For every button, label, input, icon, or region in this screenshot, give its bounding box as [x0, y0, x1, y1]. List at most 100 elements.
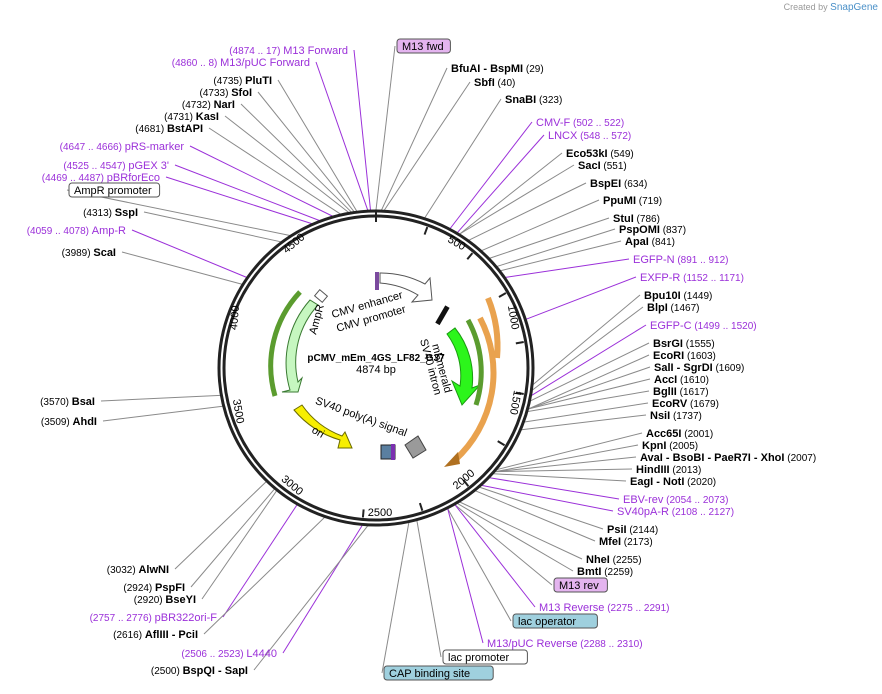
- label-ecorv[interactable]: EcoRV (1679): [652, 398, 719, 410]
- leader-line: [457, 503, 574, 572]
- label-bsai[interactable]: (3570) BsaI: [40, 396, 95, 408]
- label-text: (4735) PluTI: [213, 75, 272, 87]
- label-m13-puc-forward[interactable]: (4860 .. 8) M13/pUC Forward: [172, 57, 310, 69]
- label-ecori[interactable]: EcoRI (1603): [653, 350, 716, 362]
- label-nsii[interactable]: NsiI (1737): [650, 410, 702, 422]
- label-text: SalI - SgrDI (1609): [654, 362, 744, 374]
- label-pspomi[interactable]: PspOMI (837): [619, 224, 686, 236]
- label-text: (4059 .. 4078) Amp-R: [27, 225, 126, 237]
- label-kpni[interactable]: KpnI (2005): [642, 440, 698, 452]
- label-ppumi[interactable]: PpuMI (719): [603, 195, 662, 207]
- label-cmv-f[interactable]: CMV-F (502 .. 522): [536, 117, 624, 129]
- label-lac-operator[interactable]: lac operator: [512, 613, 598, 629]
- leader-line: [253, 525, 369, 671]
- label-box-text: CAP binding site: [389, 668, 470, 680]
- label-afliii[interactable]: (2616) AflIII - PciI: [113, 629, 198, 641]
- label-egfp-n[interactable]: EGFP-N (891 .. 912): [633, 254, 728, 266]
- label-mfei[interactable]: MfeI (2173): [599, 536, 653, 548]
- label-psii[interactable]: PsiI (2144): [607, 524, 658, 536]
- label-stui[interactable]: StuI (786): [613, 213, 660, 225]
- plasmid-name: pCMV_mEm_4GS_LF82_G37: [307, 353, 445, 364]
- leader-line: [381, 67, 448, 211]
- label-bfuai[interactable]: BfuAI - BspMI (29): [451, 63, 544, 75]
- label-bsrgi[interactable]: BsrGI (1555): [653, 338, 715, 350]
- label-sbfi[interactable]: SbfI (40): [474, 77, 515, 89]
- label-sfoi[interactable]: (4733) SfoI: [200, 87, 252, 99]
- label-m13-reverse[interactable]: M13 Reverse (2275 .. 2291): [539, 602, 669, 614]
- cmv-small-mark: [375, 272, 379, 290]
- label-avai[interactable]: AvaI - BsoBI - PaeR7I - XhoI (2007): [640, 452, 816, 464]
- label-bpu10i[interactable]: Bpu10I (1449): [644, 290, 712, 302]
- label-alwni[interactable]: (3032) AlwNI: [107, 564, 169, 576]
- label-kasi[interactable]: (4731) KasI: [164, 111, 219, 123]
- label-apai[interactable]: ApaI (841): [625, 236, 675, 248]
- label-scai[interactable]: (3989) ScaI: [62, 247, 116, 259]
- label-l4440[interactable]: (2506 .. 2523) L4440: [181, 648, 277, 660]
- label-text: (2757 .. 2776) pBR322ori-F: [90, 612, 218, 624]
- label-text: (4874 .. 17) M13 Forward: [229, 45, 348, 57]
- leader-line: [174, 481, 267, 570]
- label-bstapi[interactable]: (4681) BstAPI: [135, 123, 203, 135]
- label-pbrforeco[interactable]: (4469 .. 4487) pBRforEco: [42, 172, 160, 184]
- orange-arc-1: [452, 316, 497, 463]
- label-bglii[interactable]: BglII (1617): [653, 386, 709, 398]
- label-ahdi[interactable]: (3509) AhdI: [41, 416, 97, 428]
- label-text: PpuMI (719): [603, 195, 662, 207]
- label-text: (2506 .. 2523) L4440: [181, 648, 277, 660]
- label-text: EGFP-C (1499 .. 1520): [650, 320, 757, 332]
- label-text: (3509) AhdI: [41, 416, 97, 428]
- label-bseyi[interactable]: (2920) BseYI: [134, 594, 196, 606]
- tick-mark: [497, 440, 506, 447]
- label-egfp-c[interactable]: EGFP-C (1499 .. 1520): [650, 320, 757, 332]
- label-bspei[interactable]: BspEI (634): [590, 178, 647, 190]
- label-m13-puc-reverse[interactable]: M13/pUC Reverse (2288 .. 2310): [487, 638, 643, 650]
- label-text: SV40pA-R (2108 .. 2127): [617, 506, 734, 518]
- label-m13-forward[interactable]: (4874 .. 17) M13 Forward: [229, 45, 348, 57]
- credit-prefix: Created by: [783, 2, 828, 12]
- label-nhei[interactable]: NheI (2255): [586, 554, 642, 566]
- label-saci[interactable]: SacI (551): [578, 160, 627, 172]
- label-text: M13 Reverse (2275 .. 2291): [539, 602, 669, 614]
- leader-line: [459, 164, 575, 235]
- label-lncx[interactable]: LNCX (548 .. 572): [548, 130, 631, 142]
- label-pluti[interactable]: (4735) PluTI: [213, 75, 272, 87]
- leader-line: [528, 366, 651, 410]
- label-ampr-promoter[interactable]: AmpR promoter: [68, 182, 161, 198]
- label-pgex-3[interactable]: (4525 .. 4547) pGEX 3': [63, 160, 169, 172]
- label-hindiii[interactable]: HindIII (2013): [636, 464, 701, 476]
- leader-line: [222, 504, 298, 618]
- tick-mark: [462, 479, 470, 487]
- label-text: ApaI (841): [625, 236, 675, 248]
- label-m13-fwd[interactable]: M13 fwd: [396, 38, 451, 54]
- label-exfp-r[interactable]: EXFP-R (1152 .. 1171): [640, 272, 744, 284]
- label-acci[interactable]: AccI (1610): [654, 374, 709, 386]
- label-m13-rev[interactable]: M13 rev: [553, 577, 608, 593]
- label-acc65i[interactable]: Acc65I (2001): [646, 428, 713, 440]
- label-amp-r[interactable]: (4059 .. 4078) Amp-R: [27, 225, 126, 237]
- leader-line: [531, 324, 647, 396]
- label-blpi[interactable]: BlpI (1467): [647, 302, 699, 314]
- label-ebv-rev[interactable]: EBV-rev (2054 .. 2073): [623, 494, 728, 506]
- label-pbr322ori-f[interactable]: (2757 .. 2776) pBR322ori-F: [90, 612, 218, 624]
- label-lac-promoter[interactable]: lac promoter: [442, 649, 528, 665]
- label-bmti[interactable]: BmtI (2259): [577, 566, 633, 578]
- label-eco53ki[interactable]: Eco53kI (549): [566, 148, 634, 160]
- label-snabi[interactable]: SnaBI (323): [505, 94, 562, 106]
- label-nari[interactable]: (4732) NarI: [182, 99, 235, 111]
- label-sv40pa-r[interactable]: SV40pA-R (2108 .. 2127): [617, 506, 734, 518]
- leader-line: [468, 182, 587, 241]
- label-box: [383, 665, 494, 681]
- tick-label-4000: 4000: [228, 305, 242, 330]
- label-cap-binding-site[interactable]: CAP binding site: [383, 665, 494, 681]
- label-sspi[interactable]: (4313) SspI: [83, 207, 138, 219]
- label-bspqi[interactable]: (2500) BspQI - SapI: [151, 665, 248, 677]
- label-prs-marker[interactable]: (4647 .. 4666) pRS-marker: [60, 141, 185, 153]
- label-sali[interactable]: SalI - SgrDI (1609): [654, 362, 744, 374]
- label-text: (4731) KasI: [164, 111, 219, 123]
- label-text: BsrGI (1555): [653, 338, 715, 350]
- ampr-outer-arc: [268, 290, 302, 397]
- label-pspfi[interactable]: (2924) PspFI: [123, 582, 185, 594]
- tick-mark: [498, 292, 507, 298]
- label-eagi[interactable]: EagI - NotI (2020): [630, 476, 716, 488]
- label-text: BlpI (1467): [647, 302, 699, 314]
